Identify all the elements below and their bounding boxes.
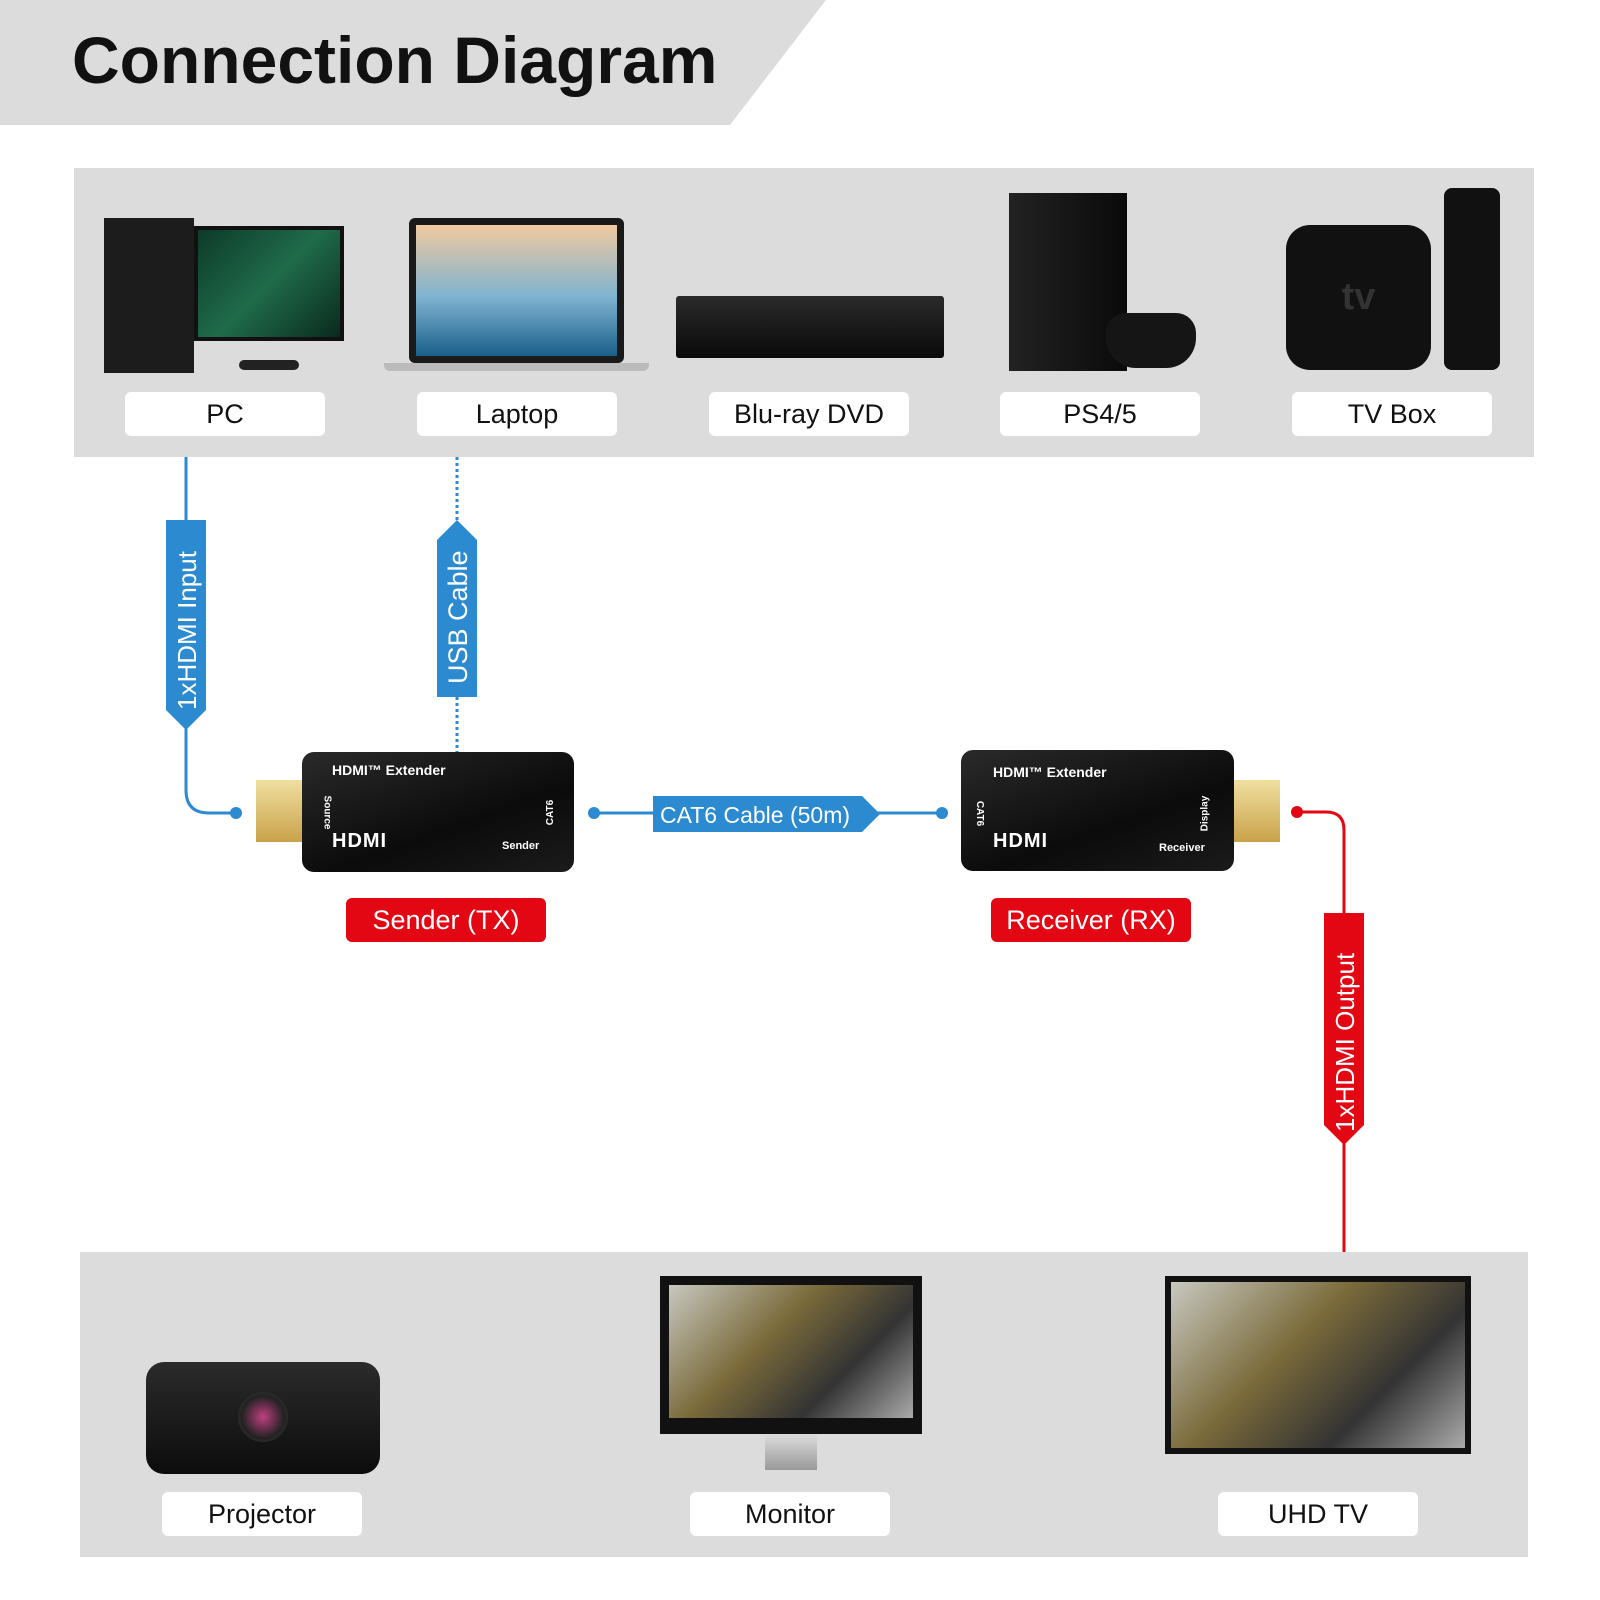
- output-label-tv: UHD TV: [1218, 1492, 1418, 1536]
- sender-label: Sender (TX): [346, 898, 546, 942]
- connector-dot: [230, 807, 242, 819]
- receiver-device: HDMI™ Extender CAT6 Display HDMI Receive…: [961, 750, 1234, 871]
- source-devices-panel: tv PC Laptop Blu-ray DVD PS4/5 TV Box: [74, 168, 1534, 457]
- hdmi-input-label: 1xHDMI Input: [172, 550, 202, 710]
- connector-dot: [1291, 806, 1303, 818]
- source-label-bluray: Blu-ray DVD: [709, 392, 909, 436]
- cat6-label: CAT6 Cable (50m): [660, 802, 850, 828]
- usb-cable-tag: [437, 520, 477, 697]
- hdmi-output-line: [1297, 810, 1346, 1252]
- receiver-brand: HDMI™ Extender: [993, 764, 1107, 780]
- sender-hdmi-plug: [256, 780, 306, 842]
- hdmi-input-tag: [166, 520, 206, 730]
- laptop-base: [384, 363, 649, 371]
- projector-lens: [238, 1392, 288, 1442]
- source-label-ps: PS4/5: [1000, 392, 1200, 436]
- receiver-label: Receiver (RX): [991, 898, 1191, 942]
- output-label-monitor: Monitor: [690, 1492, 890, 1536]
- hdmi-output-tag: [1324, 913, 1364, 1145]
- tv-box-icon: tv: [1286, 225, 1431, 370]
- source-label-laptop: Laptop: [417, 392, 617, 436]
- sender-device: HDMI™ Extender Source CAT6 HDMI Sender: [302, 752, 574, 872]
- monitor-stand: [765, 1434, 817, 1470]
- hdmi-input-line: [184, 457, 236, 815]
- gamepad-icon: [1106, 313, 1196, 368]
- sender-type: Sender: [502, 840, 540, 852]
- laptop-icon: [409, 218, 624, 363]
- page-title: Connection Diagram: [72, 23, 718, 97]
- output-label-projector: Projector: [162, 1492, 362, 1536]
- header-band: [0, 0, 826, 125]
- source-label-pc: PC: [125, 392, 325, 436]
- receiver-type: Receiver: [1159, 842, 1205, 854]
- cat6-tag: [653, 796, 880, 832]
- pc-monitor-icon: [194, 226, 344, 341]
- tv-icon: [1165, 1276, 1471, 1454]
- sender-port-source: Source: [321, 795, 333, 830]
- sender-brand: HDMI™ Extender: [332, 762, 446, 778]
- hdmi-output-label: 1xHDMI Output: [1330, 952, 1360, 1132]
- receiver-port-cat6: CAT6: [974, 800, 986, 827]
- output-devices-panel: Projector Monitor UHD TV: [80, 1252, 1528, 1557]
- remote-icon: [1444, 188, 1500, 370]
- sender-port-cat6: CAT6: [545, 799, 557, 826]
- monitor-icon: [660, 1276, 922, 1434]
- connector-dot: [588, 807, 600, 819]
- hdmi-logo: HDMI: [332, 830, 388, 852]
- monitor-stand: [239, 360, 299, 370]
- usb-cable-label: USB Cable: [443, 550, 473, 684]
- bluray-player-icon: [676, 296, 944, 358]
- receiver-port-display: Display: [1199, 795, 1211, 832]
- hdmi-logo: HDMI: [993, 830, 1049, 852]
- connector-dot: [936, 807, 948, 819]
- source-label-tvbox: TV Box: [1292, 392, 1492, 436]
- receiver-hdmi-plug: [1230, 780, 1280, 842]
- projector-icon: [146, 1362, 380, 1474]
- pc-icon: [104, 218, 194, 373]
